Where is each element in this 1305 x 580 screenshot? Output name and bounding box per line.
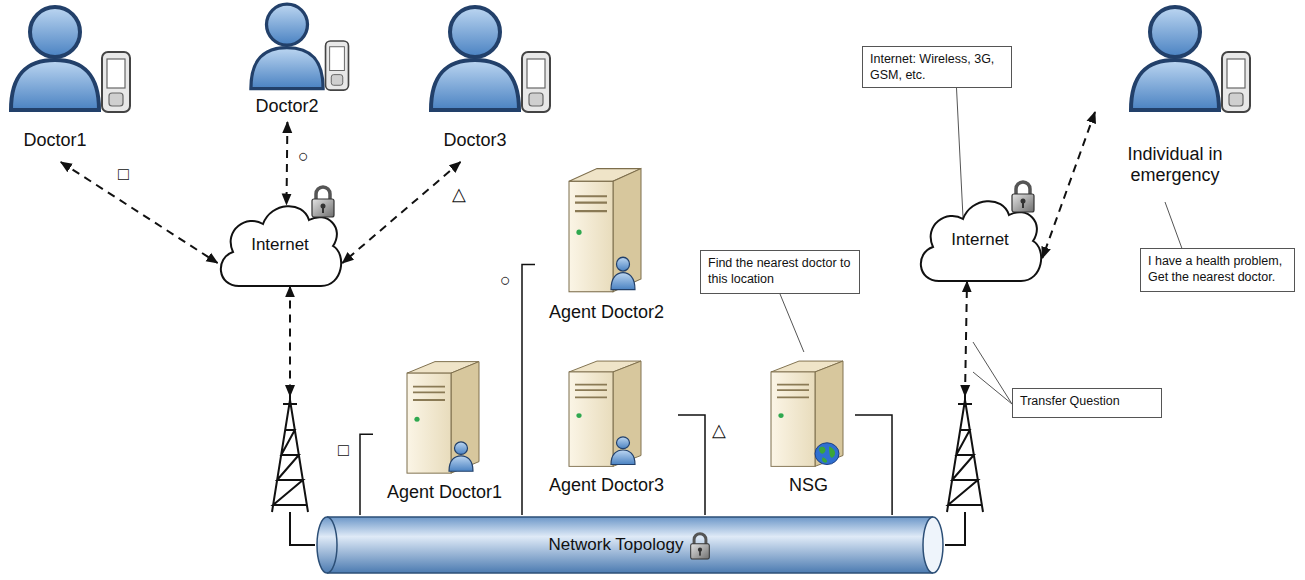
internet-cloud: Internet <box>915 195 1045 285</box>
node-label: Agent Doctor2 <box>535 302 678 323</box>
person-icon <box>246 0 353 92</box>
person-node: Individual in emergency <box>1095 2 1295 202</box>
node-label: Doctor2 <box>232 96 342 117</box>
dashed-arrow <box>286 122 288 205</box>
network-wire <box>360 434 373 515</box>
dashed-arrow <box>965 281 967 396</box>
leader-line <box>957 88 964 219</box>
leader-line <box>957 88 964 219</box>
dashed-arrow <box>290 512 315 545</box>
callout-text: I have a health problem, Get the nearest… <box>1148 253 1287 285</box>
network-wire <box>855 415 892 515</box>
server-node: Agent Doctor3 <box>535 352 678 502</box>
node-label: Internet <box>251 235 309 255</box>
server-node: Agent Doctor2 <box>535 158 678 330</box>
person-node: Doctor1 <box>0 2 135 162</box>
server-icon <box>767 352 847 470</box>
callout-symbol: △ <box>712 420 726 440</box>
callout-box: Internet: Wireless, 3G, GSM, etc. <box>862 46 1012 88</box>
node-label: Agent Doctor1 <box>373 482 516 503</box>
internet-cloud: Internet <box>215 200 345 290</box>
server-icon <box>403 352 483 477</box>
node-label: Network Topology <box>549 535 684 555</box>
callout-text: Find the nearest doctor to this location <box>708 255 852 287</box>
network-wire <box>360 434 373 515</box>
node-label: Internet <box>951 230 1009 250</box>
server-icon <box>565 158 645 296</box>
dashed-arrow <box>342 162 460 263</box>
dashed-arrow <box>1042 112 1095 258</box>
lock-icon <box>689 531 711 560</box>
leader-line <box>780 294 804 352</box>
dashed-arrow <box>342 162 460 263</box>
person-icon <box>1125 2 1255 114</box>
network-wire <box>522 265 535 515</box>
person-icon <box>425 2 555 114</box>
node-label: Individual in emergency <box>1100 144 1250 186</box>
dashed-arrow <box>289 286 291 396</box>
leader-line <box>1165 202 1182 248</box>
node-label: Agent Doctor3 <box>535 475 678 496</box>
antenna-tower <box>272 392 308 512</box>
callout-symbol: ○ <box>500 270 511 290</box>
person-node: Doctor3 <box>420 2 555 162</box>
antenna-tower <box>947 392 983 512</box>
callout-symbol: □ <box>338 440 349 460</box>
dashed-arrow <box>290 286 315 545</box>
dashed-arrow <box>61 162 218 263</box>
person-icon <box>5 2 135 114</box>
callout-text: Transfer Question <box>1020 393 1154 409</box>
person-node: Doctor2 <box>232 0 367 122</box>
callout-box: I have a health problem, Get the nearest… <box>1140 248 1295 292</box>
dashed-arrow <box>1042 112 1095 258</box>
callout-box: Find the nearest doctor to this location <box>700 250 860 294</box>
dashed-arrow <box>61 162 218 263</box>
network-wire <box>855 415 892 515</box>
node-label: Doctor3 <box>420 130 530 151</box>
dashed-arrow <box>945 512 965 545</box>
server-icon <box>565 352 645 470</box>
node-label: Doctor1 <box>0 130 110 151</box>
callout-symbol: △ <box>452 184 466 204</box>
callout-box: Transfer Question <box>1012 388 1162 418</box>
network-wire <box>522 265 535 515</box>
server-node: NSG <box>762 352 855 502</box>
leader-line <box>1165 202 1182 248</box>
dashed-arrow <box>286 122 289 205</box>
lock-icon <box>1010 179 1036 213</box>
network-pipe: Network Topology <box>315 515 945 575</box>
network-wire <box>678 415 705 515</box>
lock-icon <box>310 184 336 218</box>
callout-text: Internet: Wireless, 3G, GSM, etc. <box>870 51 1004 83</box>
dashed-arrow <box>945 281 967 545</box>
leader-line <box>780 294 804 352</box>
server-node: Agent Doctor1 <box>373 352 516 510</box>
leader-line <box>973 342 1012 404</box>
callout-symbol: □ <box>118 164 129 184</box>
node-label: NSG <box>762 475 855 496</box>
network-wire <box>678 415 705 515</box>
callout-symbol: ○ <box>298 146 309 166</box>
